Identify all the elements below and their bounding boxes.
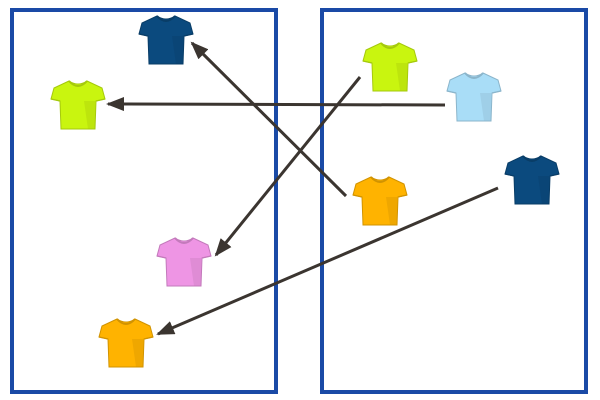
tshirt-right-orange-icon (352, 176, 408, 226)
tshirt-right-navy-icon (504, 155, 560, 205)
tshirt-left-lime-icon (50, 80, 106, 130)
arrow-right-lime-to-left-pink (214, 76, 362, 257)
arrow-right-navy-to-left-orange (156, 186, 499, 336)
left-panel (10, 8, 278, 394)
tshirt-left-pink-icon (156, 237, 212, 287)
arrow-right-orange-to-left-navy (190, 41, 348, 198)
arrow-right-skyblue-to-left-lime (106, 97, 446, 112)
tshirt-left-navy-icon (138, 15, 194, 65)
tshirt-right-lime-icon (362, 42, 418, 92)
tshirt-right-skyblue-icon (446, 72, 502, 122)
right-panel (320, 8, 588, 394)
tshirt-left-orange-icon (98, 318, 154, 368)
